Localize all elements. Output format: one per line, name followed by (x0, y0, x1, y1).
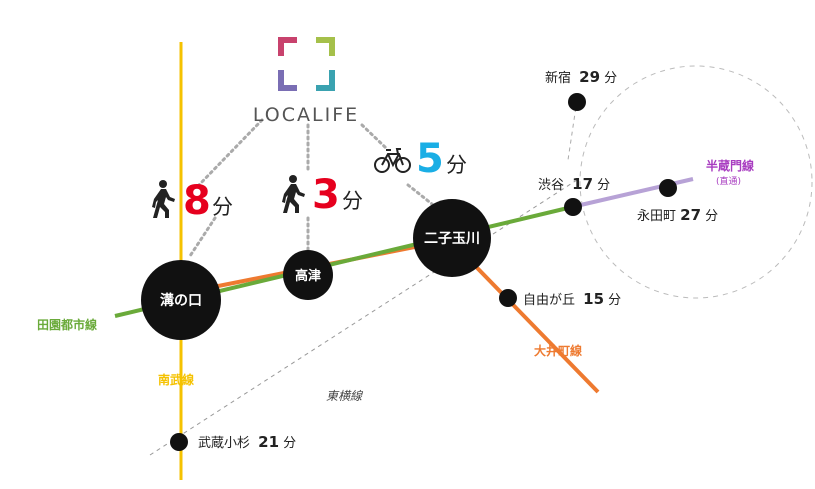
access-unit: 分 (446, 153, 467, 177)
logo-corner (278, 70, 297, 91)
station-dot-shibuya (564, 198, 582, 216)
station-dot-musashikosugi (170, 433, 188, 451)
station-minutes: 17 (572, 175, 593, 193)
line-label-oimachi: 大井町線 (534, 343, 582, 358)
station-minutes: 21 (258, 433, 279, 451)
station-unit: 分 (597, 178, 610, 193)
access-takatsu: 3 分 (282, 172, 363, 218)
walking-person-icon (282, 175, 305, 213)
station-name: 武蔵小杉 (198, 436, 250, 451)
access-mizonokuchi: 8 分 (152, 178, 233, 224)
logo-corner (316, 70, 335, 91)
localife-logo-mark (278, 37, 335, 91)
station-name: 渋谷 (538, 178, 564, 193)
station-label-shibuya: 渋谷 17 分 (538, 175, 610, 193)
logo-corner (316, 37, 335, 56)
station-minutes: 29 (579, 68, 600, 86)
connector-dotted (360, 123, 388, 150)
station-mizonokuchi: 溝の口 (141, 260, 221, 340)
station-minutes: 27 (680, 206, 701, 224)
station-unit: 分 (283, 436, 296, 451)
station-name: 新宿 (545, 70, 571, 86)
bicycle-icon (374, 148, 411, 173)
access-minutes: 3 (312, 172, 340, 218)
station-unit: 分 (608, 293, 621, 308)
station-dot-nagatacho (659, 179, 677, 197)
station-futakotamagawa: 二子玉川 (413, 199, 491, 277)
access-minutes: 8 (183, 178, 211, 224)
connector-dotted (196, 118, 264, 188)
logo-text: LOCALIFE (253, 104, 359, 126)
station-name: 溝の口 (160, 292, 202, 309)
station-dot-shinjuku (568, 93, 586, 111)
station-unit: 分 (604, 71, 617, 86)
station-name: 高津 (295, 268, 321, 284)
walking-person-icon (152, 180, 175, 218)
station-label-nagatacho: 永田町 27 分 (637, 206, 718, 224)
station-dot-jiyugaoka (499, 289, 517, 307)
access-minutes: 5 (416, 136, 444, 182)
access-unit: 分 (212, 195, 233, 219)
access-unit: 分 (342, 189, 363, 213)
logo-corner (278, 37, 297, 56)
station-name: 永田町 (637, 209, 676, 224)
oimachi-line (182, 237, 600, 394)
connector-dotted (406, 183, 434, 206)
station-minutes: 15 (583, 290, 604, 308)
line-label-hanzomon: 半蔵門線 (706, 158, 754, 173)
station-name: 自由が丘 (523, 293, 575, 308)
station-label-jiyugaoka: 自由が丘 15 分 (523, 290, 621, 308)
station-label-musashikosugi: 武蔵小杉 21 分 (198, 433, 296, 451)
line-sublabel-hanzomon: (直通) (716, 175, 741, 187)
line-label-toyoko: 東横線 (326, 389, 364, 403)
line-label-nambu: 南武線 (158, 372, 194, 387)
station-unit: 分 (705, 209, 718, 224)
connector-dotted (188, 216, 217, 258)
city-loop-dashed-circle (579, 65, 813, 299)
station-label-shinjuku: 新宿 29 分 (545, 68, 617, 86)
station-takatsu: 高津 (283, 250, 333, 300)
station-name: 二子玉川 (424, 231, 480, 247)
access-futakotamagawa: 5 分 (374, 136, 467, 182)
line-label-denentoshi: 田園都市線 (37, 317, 97, 332)
